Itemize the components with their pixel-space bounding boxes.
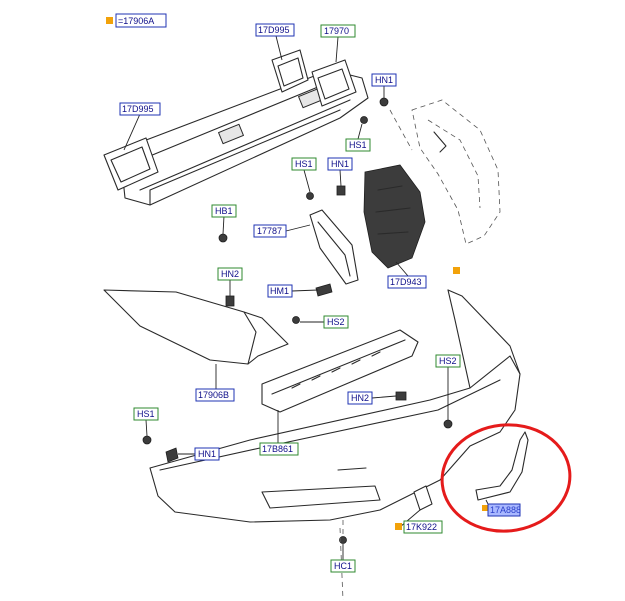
reference-marker-bumper — [453, 267, 460, 274]
label-17906a[interactable]: =17906A — [115, 13, 167, 28]
reference-marker-top — [106, 17, 113, 24]
label-17d995-left-text: 17D995 — [122, 104, 154, 114]
label-17906b-text: 17906B — [198, 390, 229, 400]
label-hn2-left-text: HN2 — [221, 269, 239, 279]
label-hs2-left[interactable]: HS2 — [323, 315, 349, 329]
label-hs1-top[interactable]: HS1 — [345, 138, 371, 152]
label-17787[interactable]: 17787 — [253, 224, 287, 238]
label-17d943[interactable]: 17D943 — [387, 275, 427, 289]
label-17970-text: 17970 — [324, 26, 349, 36]
label-highlighted-part[interactable]: 17A888 — [487, 503, 521, 517]
bumper-side-cover-17906b — [103, 289, 289, 365]
label-17970[interactable]: 17970 — [320, 24, 356, 38]
label-hn1-mid-text: HN1 — [331, 159, 349, 169]
label-hn1-bottom[interactable]: HN1 — [194, 447, 220, 461]
label-17d995-top-text: 17D995 — [258, 25, 290, 35]
energy-absorber-17b861 — [261, 329, 419, 413]
bracket-17k922 — [413, 485, 433, 511]
reference-marker-highlight — [482, 505, 488, 511]
label-17906a-text: =17906A — [118, 16, 154, 26]
label-17d995-left[interactable]: 17D995 — [119, 102, 161, 116]
label-hb1[interactable]: HB1 — [211, 204, 237, 218]
label-hs1-top-text: HS1 — [349, 140, 367, 150]
red-circle-annotation — [440, 423, 572, 533]
label-hn2-left[interactable]: HN2 — [217, 267, 243, 281]
fasteners — [142, 97, 453, 544]
reference-marker-17k922 — [395, 523, 402, 530]
energy-absorber-bracket-left — [103, 137, 159, 191]
label-17906b[interactable]: 17906B — [195, 388, 235, 402]
bracket-17787 — [309, 209, 359, 285]
label-hn2-right-text: HN2 — [351, 393, 369, 403]
label-highlighted-part-text: 17A888 — [490, 505, 521, 515]
label-17d943-text: 17D943 — [390, 277, 422, 287]
label-17k922-text: 17K922 — [406, 522, 437, 532]
mounting-bracket-17d943 — [363, 164, 426, 269]
energy-absorber-bracket-top — [271, 49, 309, 93]
leader-lines — [123, 35, 491, 560]
label-17b861-text: 17B861 — [262, 444, 293, 454]
label-hn1-top[interactable]: HN1 — [371, 73, 397, 87]
quarter-panel-extension-outline — [411, 99, 501, 245]
energy-absorber-bracket-right — [311, 59, 357, 107]
label-hs2-right-text: HS2 — [439, 356, 457, 366]
label-hs2-left-text: HS2 — [327, 317, 345, 327]
label-hc1-text: HC1 — [334, 561, 352, 571]
label-hn2-right[interactable]: HN2 — [347, 391, 373, 405]
bumper-trim-strip — [475, 431, 529, 501]
label-17d995-top[interactable]: 17D995 — [255, 23, 295, 37]
label-hs1-bottom[interactable]: HS1 — [133, 407, 159, 421]
label-hn1-bottom-text: HN1 — [198, 449, 216, 459]
label-hm1-text: HM1 — [270, 286, 289, 296]
label-hn1-top-text: HN1 — [375, 75, 393, 85]
label-hm1[interactable]: HM1 — [267, 284, 293, 298]
label-hs2-right[interactable]: HS2 — [435, 354, 461, 368]
label-hc1[interactable]: HC1 — [330, 559, 356, 573]
label-17787-text: 17787 — [257, 226, 282, 236]
label-hn1-mid[interactable]: HN1 — [327, 157, 353, 171]
rear-bumper-cover — [149, 289, 521, 523]
label-hs1-mid[interactable]: HS1 — [291, 157, 317, 171]
label-hb1-text: HB1 — [215, 206, 233, 216]
label-17k922[interactable]: 17K922 — [403, 520, 443, 534]
label-hs1-bottom-text: HS1 — [137, 409, 155, 419]
label-hs1-mid-text: HS1 — [295, 159, 313, 169]
label-17b861[interactable]: 17B861 — [259, 442, 299, 456]
